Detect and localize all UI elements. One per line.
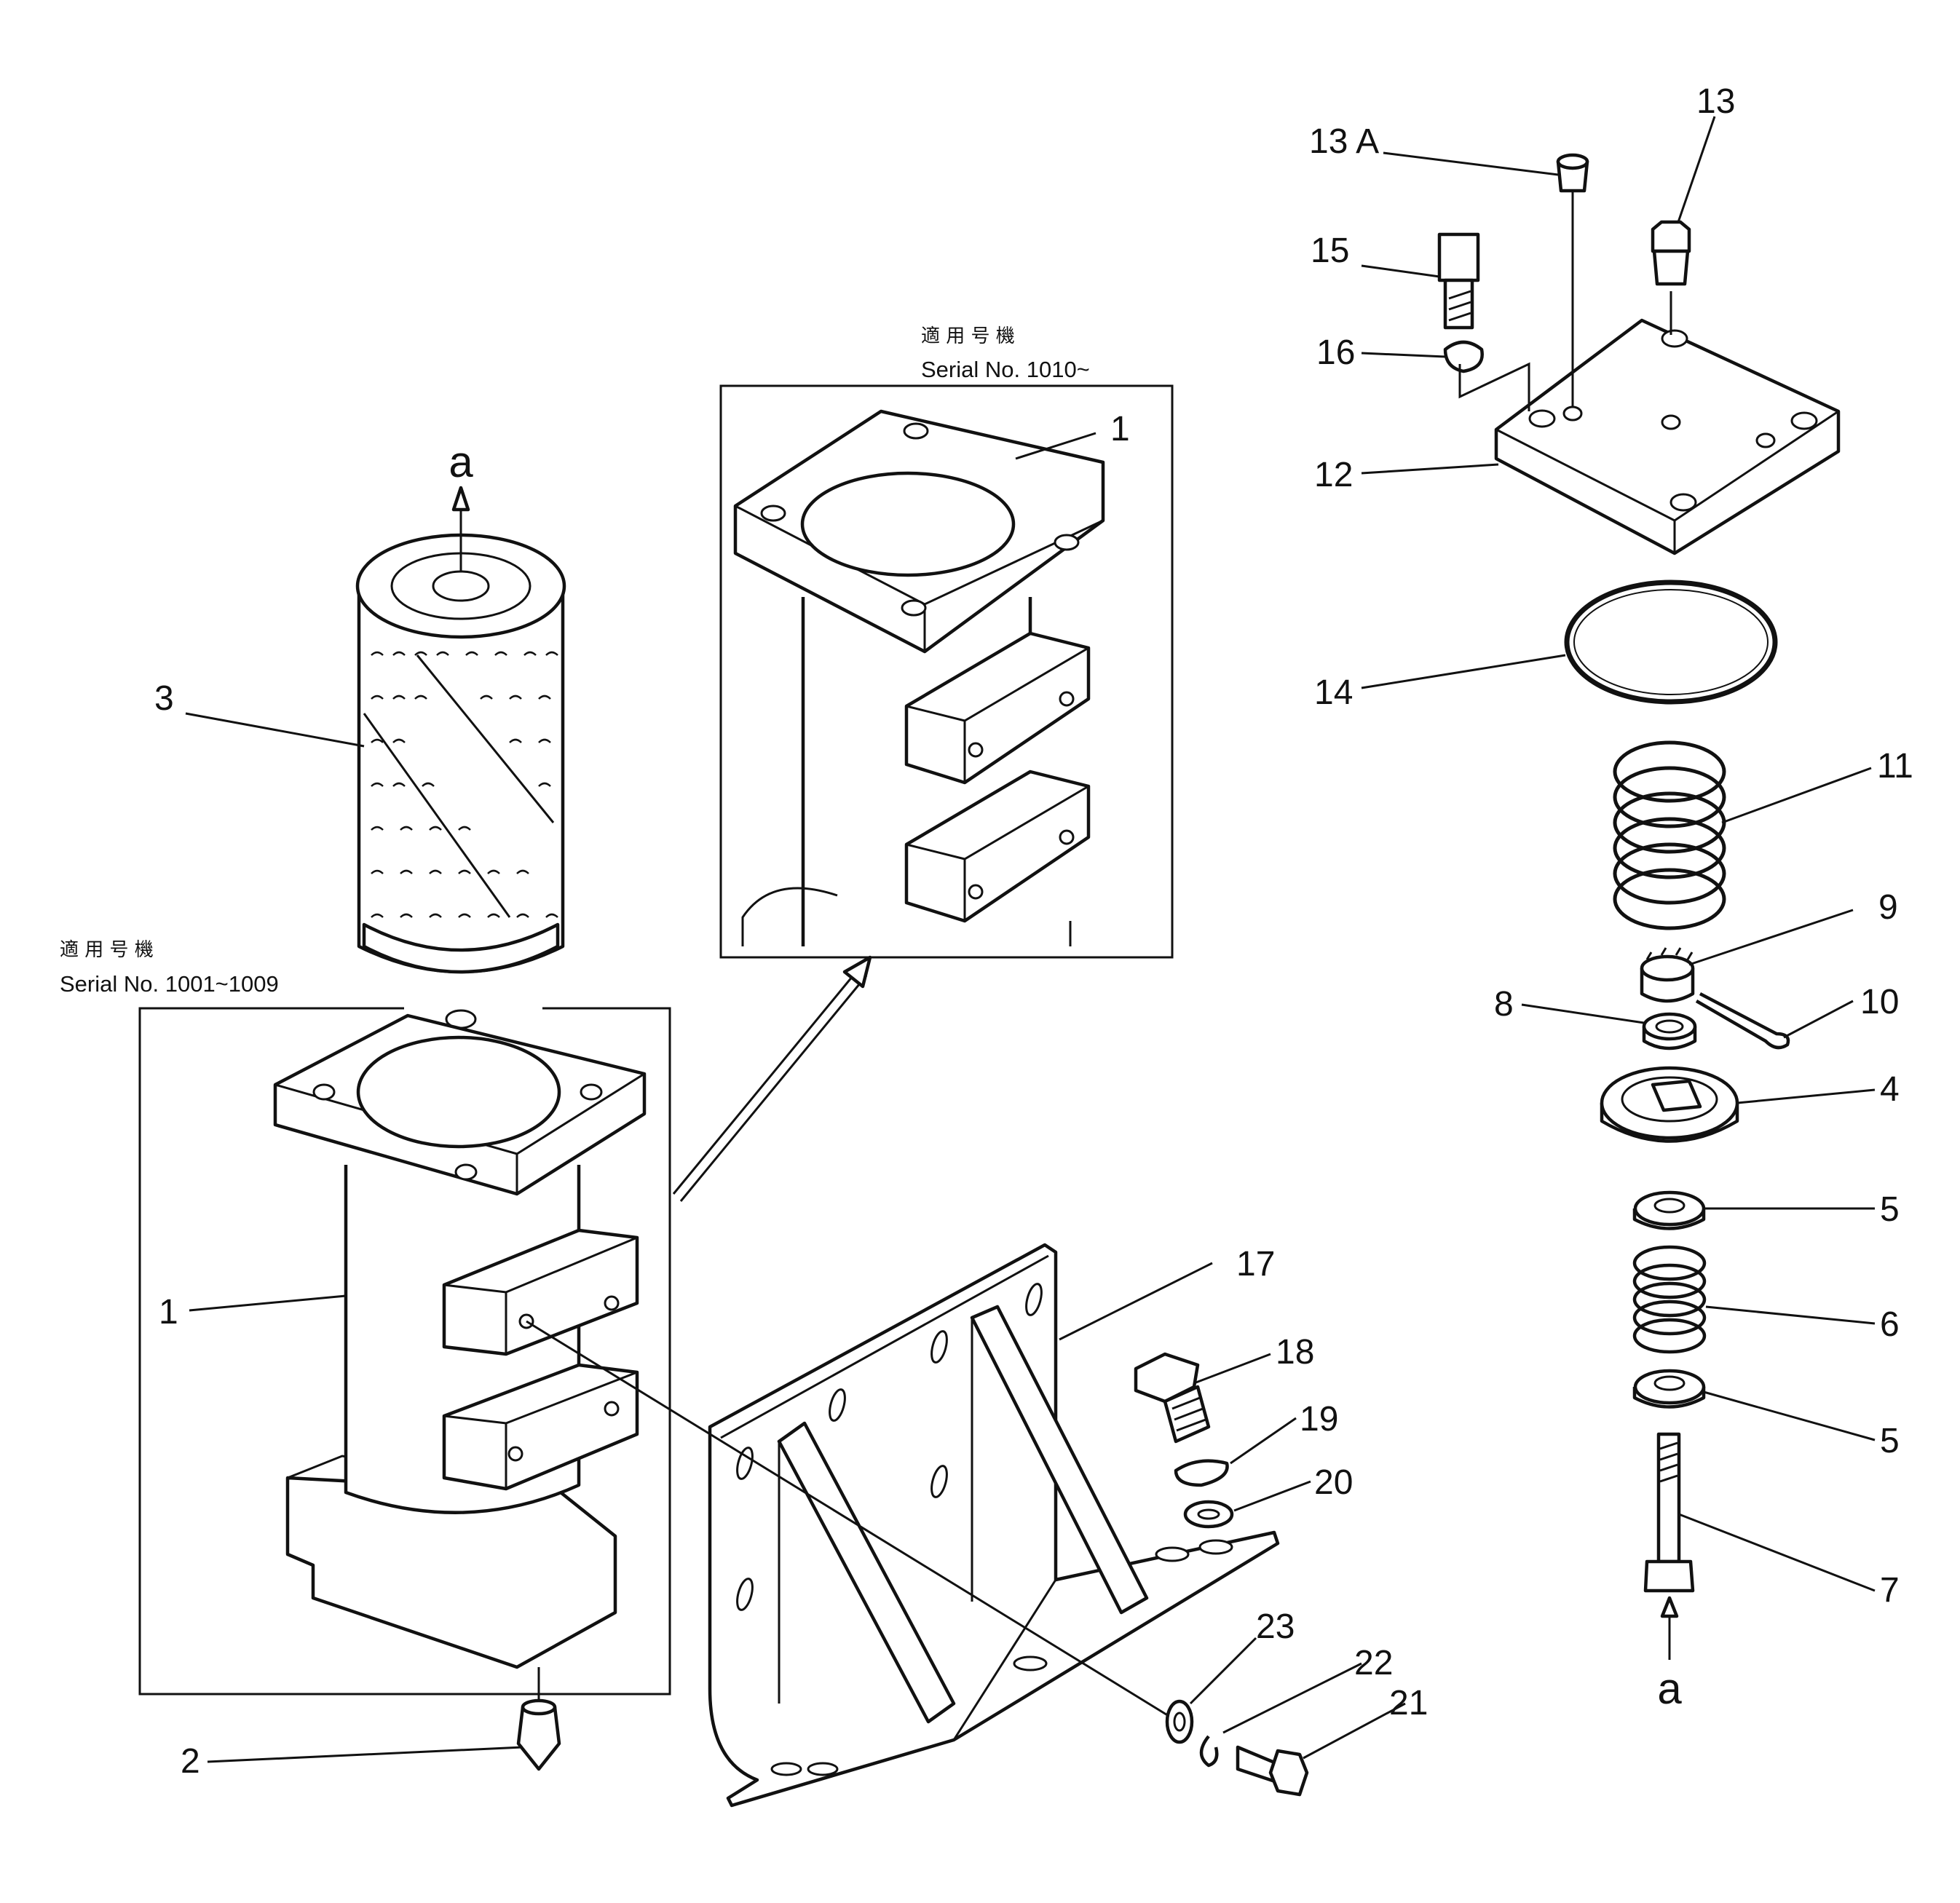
label-10: 10 [1860, 983, 1899, 1021]
label-16: 16 [1316, 333, 1355, 372]
label-2: 2 [181, 1742, 200, 1781]
label-9: 9 [1878, 888, 1898, 927]
small-spring-assembly [1632, 1190, 1707, 1409]
label-14: 14 [1314, 673, 1353, 712]
label-a-bottom: a [1657, 1664, 1682, 1713]
serial-left-jp: 適 用 号 機 [60, 939, 154, 961]
serial-right-jp: 適 用 号 機 [921, 325, 1015, 347]
label-4: 4 [1880, 1070, 1900, 1109]
label-a-top: a [448, 438, 473, 486]
label-6: 6 [1880, 1305, 1900, 1344]
label-21: 21 [1389, 1684, 1428, 1722]
spring-seat [1600, 1066, 1739, 1143]
large-spring [1613, 740, 1726, 930]
label-13: 13 [1696, 82, 1735, 121]
drain-plug [516, 1698, 561, 1771]
label-3: 3 [154, 679, 174, 718]
filter-housing-inset [733, 409, 1105, 946]
label-1-left: 1 [159, 1293, 178, 1332]
label-15: 15 [1311, 232, 1349, 270]
label-11: 11 [1877, 747, 1913, 786]
serial-left-text: Serial No. 1001~1009 [60, 971, 279, 997]
label-7: 7 [1880, 1571, 1900, 1610]
label-20: 20 [1314, 1463, 1353, 1502]
label-18: 18 [1276, 1333, 1314, 1372]
filter-housing-left [273, 1013, 647, 1707]
mounting-bracket [526, 1243, 1280, 1808]
label-22: 22 [1354, 1644, 1393, 1682]
serial-box-left: 適 用 号 機 Serial No. 1001~1009 [60, 939, 671, 1696]
label-8: 8 [1494, 985, 1514, 1024]
label-17: 17 [1236, 1245, 1275, 1283]
label-19: 19 [1300, 1400, 1338, 1439]
nut-pin-washer [1640, 947, 1790, 1051]
serial-box-right: 適 用 号 機 Serial No. 1010~ [672, 325, 1174, 1202]
o-ring [1564, 579, 1778, 705]
filter-element: a [355, 438, 566, 1029]
label-5-lower: 5 [1880, 1422, 1900, 1460]
bracket-bolt-set [1134, 1352, 1234, 1529]
label-12: 12 [1314, 456, 1353, 494]
valve-bolt: a [1643, 1432, 1695, 1713]
label-1-inset: 1 [1110, 410, 1130, 448]
label-5-upper: 5 [1880, 1190, 1900, 1229]
cover-assembly [1437, 153, 1841, 555]
housing-bolt-set [1165, 1699, 1309, 1797]
part-labels: 3 1 1 2 13 A 13 15 16 12 14 11 9 10 8 4 … [154, 82, 1913, 1781]
label-13a: 13 A [1309, 122, 1379, 161]
leader-lines [185, 116, 1876, 1763]
label-23: 23 [1256, 1607, 1295, 1646]
serial-right-text: Serial No. 1010~ [921, 357, 1090, 382]
